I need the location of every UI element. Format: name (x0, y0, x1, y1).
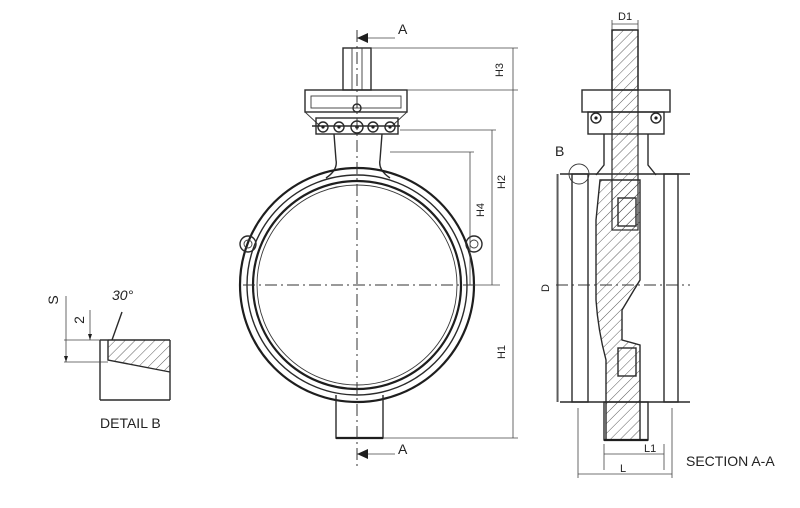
dim-2: 2 (71, 316, 87, 324)
detail-marker-label: B (555, 143, 564, 159)
detail-title: DETAIL B (100, 415, 161, 431)
dim-l: L (620, 463, 626, 475)
section-arrow-bottom (357, 449, 395, 459)
front-dimensions (371, 47, 518, 439)
detail-angle: 30° (112, 287, 134, 303)
section-dimensions (556, 20, 673, 478)
dim-h4: H4 (475, 203, 487, 217)
section-disc (595, 179, 641, 441)
dim-h1: H1 (496, 345, 508, 359)
lifting-lugs (239, 235, 483, 253)
dim-h3: H3 (494, 63, 506, 77)
dim-s: S (45, 295, 61, 304)
detail-b-marker (568, 163, 590, 185)
valve-neck (325, 133, 391, 179)
dim-h2: H2 (496, 175, 508, 189)
front-view: A A H3 H2 H4 H1 (238, 21, 518, 470)
section-arrow-top (357, 33, 395, 43)
section-title: SECTION A-A (686, 453, 775, 469)
detail-b (64, 296, 171, 401)
dim-l1: L1 (644, 443, 656, 455)
section-liner-left (571, 173, 589, 403)
section-marker-top: A (398, 21, 408, 37)
section-marker-bottom: A (398, 441, 408, 457)
dim-d1: D1 (618, 11, 632, 23)
dim-d: D (540, 284, 552, 292)
section-view: B D1 D L1 L SECTION A-A (540, 11, 775, 478)
top-flange (304, 89, 408, 135)
section-liner-right (663, 173, 679, 403)
